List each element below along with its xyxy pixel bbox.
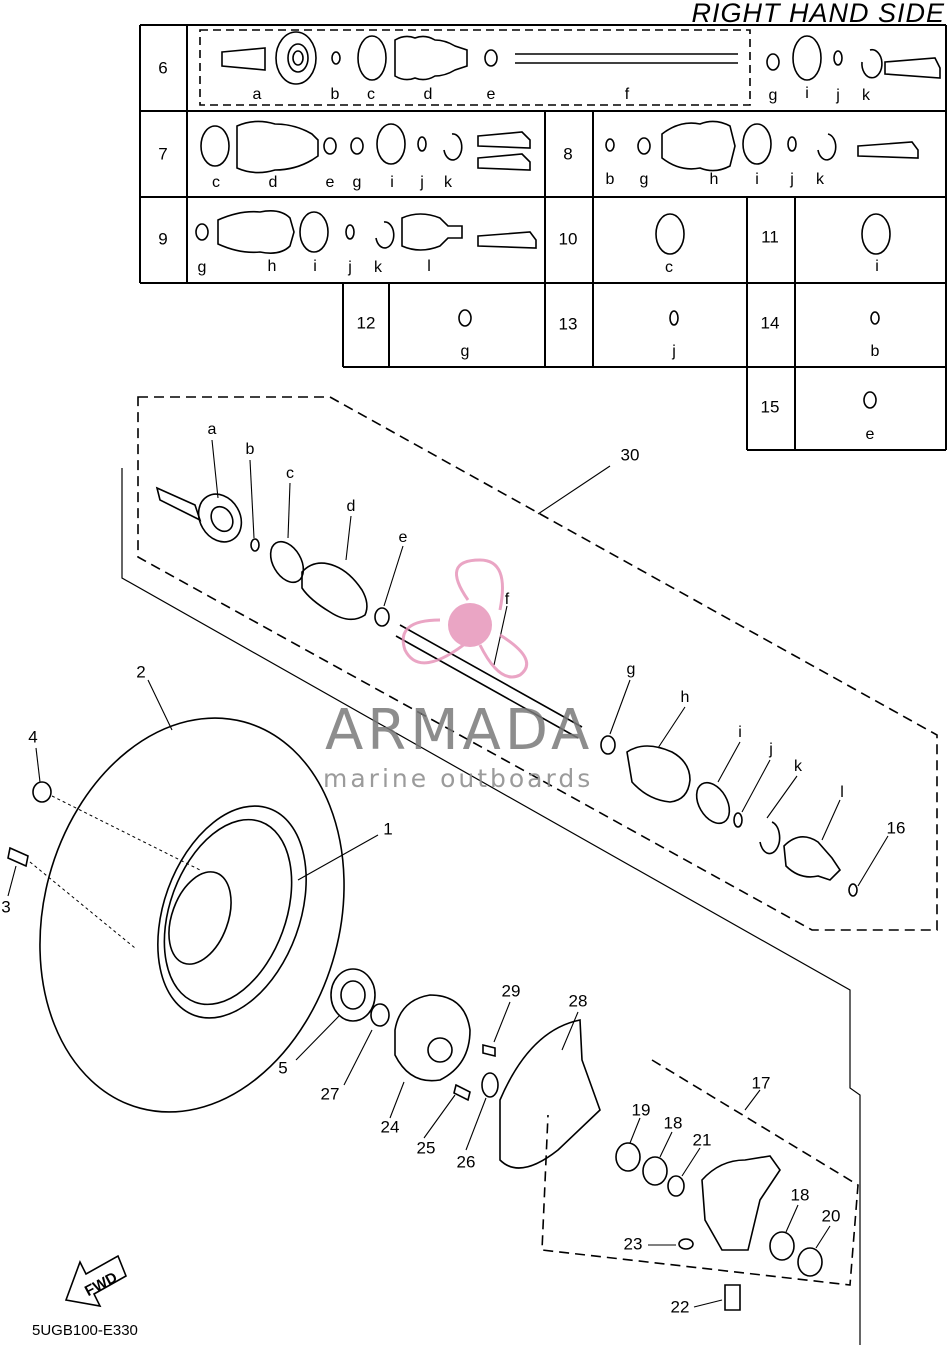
kit-part-letter: g (352, 174, 362, 191)
shaft-callout: l (840, 784, 844, 801)
diagram-code: 5UGB100-E330 (32, 1322, 138, 1339)
part-callout: 18 (790, 1185, 810, 1205)
part-callout: 5 (278, 1058, 288, 1078)
shaft-callout: d (346, 498, 356, 515)
kit-part-letter: j (672, 343, 676, 360)
kit-row-number: 11 (761, 227, 779, 247)
watermark-tagline: marine outboards (323, 764, 594, 793)
hub-brake-parts (330, 968, 823, 1311)
kit-row-number: 14 (760, 313, 780, 333)
row6-parts (221, 31, 941, 85)
kit-part-letter: i (390, 174, 394, 191)
part-callout: 27 (320, 1084, 340, 1104)
part-callout: 4 (28, 727, 38, 747)
knuckle-outline (541, 1059, 859, 1286)
shaft-callout: f (504, 591, 510, 608)
watermark-logo (401, 558, 529, 679)
wheel-tire (7, 717, 345, 1113)
kit-part-letter: j (348, 259, 352, 276)
kit-part-letter: g (768, 87, 778, 104)
kit-part-letter: k (862, 87, 870, 104)
part-callout: 29 (501, 981, 521, 1001)
kit-part-letter: i (875, 258, 879, 275)
kit-part-letter: k (444, 174, 452, 191)
part-callout: 26 (456, 1152, 476, 1172)
kit-part-letter: k (816, 171, 824, 188)
shaft-callout: e (398, 529, 408, 546)
part-callout: 19 (631, 1100, 651, 1120)
part-callout: 16 (886, 818, 906, 838)
shaft-callout: i (738, 724, 742, 741)
kit-part-letter: b (605, 171, 615, 188)
kit-part-letter: j (790, 171, 794, 188)
kit-row-number: 9 (158, 229, 168, 249)
kit-part-letter: b (870, 343, 880, 360)
part-callout: 24 (380, 1117, 400, 1137)
part-callout: 21 (692, 1130, 712, 1150)
part-callout: 3 (1, 897, 11, 917)
kit-row-number: 15 (760, 397, 780, 417)
kit-part-letter: c (212, 174, 220, 191)
shaft-callout: c (286, 465, 294, 482)
shaft-parts (155, 486, 858, 897)
row8-parts (605, 120, 919, 172)
kit-part-letter: k (374, 259, 382, 276)
row9-parts (195, 210, 537, 254)
kit-row-number: 13 (558, 314, 578, 334)
kit-part-letter: i (755, 171, 759, 188)
part-callout: 1 (383, 819, 393, 839)
kit-part-letter: g (197, 259, 207, 276)
kit-part-letter: f (624, 86, 630, 103)
part-callout: 23 (623, 1234, 643, 1254)
single-part-icons (458, 213, 891, 409)
kit-part-letter: e (865, 426, 875, 443)
diagram-title: RIGHT HAND SIDE (691, 0, 945, 28)
part-callout: 18 (663, 1113, 683, 1133)
kit-part-letter: a (252, 86, 262, 103)
part-callout: 17 (751, 1073, 771, 1093)
part-callout: 22 (670, 1297, 690, 1317)
fwd-arrow-icon (64, 1254, 128, 1308)
kit-part-letter: j (836, 87, 840, 104)
shaft-callout: b (245, 441, 255, 458)
kit-part-letter: i (313, 258, 317, 275)
kit-part-letter: g (460, 343, 470, 360)
part-callout: 28 (568, 991, 588, 1011)
kit-part-letter: j (420, 174, 424, 191)
part-callout: 20 (821, 1206, 841, 1226)
kit-row-number: 8 (563, 144, 573, 164)
kit-table (139, 24, 947, 451)
shaft-callout: h (680, 689, 690, 706)
kit-row-number: 10 (558, 229, 578, 249)
kit-part-letter: e (325, 174, 335, 191)
kit-part-letter: i (805, 85, 809, 102)
kit-part-letter: e (486, 86, 496, 103)
part-callout: 30 (620, 445, 640, 465)
kit-part-letter: l (427, 258, 431, 275)
kit-part-letter: g (639, 171, 649, 188)
kit-part-letter: h (267, 258, 277, 275)
kit-part-letter: c (367, 86, 375, 103)
shaft-callout: g (626, 661, 636, 678)
part-callout: 25 (416, 1138, 436, 1158)
kit-row-number: 7 (158, 144, 168, 164)
kit-part-letter: d (268, 174, 278, 191)
shaft-callout: j (769, 741, 773, 758)
kit-part-letter: b (330, 86, 340, 103)
kit-part-letter: d (423, 86, 433, 103)
shaft-assembly-outline (137, 396, 938, 931)
kit-part-letter: c (665, 259, 673, 276)
part-callout: 2 (136, 662, 146, 682)
kit-row-number: 6 (158, 58, 168, 78)
watermark-brand: ARMADA (325, 698, 594, 763)
kit-part-letter: h (709, 171, 719, 188)
kit-row-number: 12 (356, 313, 376, 333)
shaft-callout: k (794, 758, 802, 775)
shaft-callout: a (207, 421, 217, 438)
row7-parts (200, 120, 531, 174)
